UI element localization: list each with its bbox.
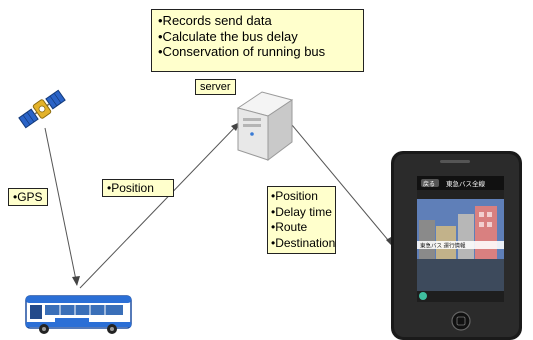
satellite-icon: [18, 89, 66, 129]
phone-data-line: •Position: [271, 189, 318, 203]
satellite-to-bus-line: [44, 127, 78, 286]
server-icon: [236, 91, 294, 161]
phone-data-note: •Position •Delay time •Route •Destinatio…: [267, 186, 336, 255]
phone-data-line: •Destination: [271, 235, 336, 250]
phone-compass-icon[interactable]: [419, 292, 427, 300]
server-function-line: •Conservation of running bus: [158, 44, 326, 60]
phone-data-line: •Route: [271, 220, 308, 235]
phone-info-text: 東急バス 運行情報: [420, 242, 466, 250]
satellite-to-bus-arrowhead: [72, 276, 80, 286]
gps-label: •GPS: [8, 188, 48, 207]
server-to-phone-line: [291, 124, 394, 247]
position-label: •Position: [102, 179, 174, 198]
phone-header-title: 東急バス全線: [446, 179, 486, 188]
bus-to-server-line: [79, 121, 241, 289]
server-function-line: •Calculate the bus delay: [158, 28, 298, 44]
phone-data-line: •Delay time: [271, 204, 332, 219]
bus-icon: [25, 295, 132, 334]
smartphone-icon: 戻る 東急バス全線 東急バス 運行情報: [391, 151, 522, 340]
phone-back-button[interactable]: [421, 179, 439, 187]
server-function-line: •Records send data: [158, 13, 272, 28]
phone-home-button[interactable]: [451, 311, 471, 331]
server-functions-note: •Records send data •Calculate the bus de…: [151, 9, 364, 72]
phone-back-label: 戻る: [423, 180, 435, 188]
server-label: server: [195, 79, 236, 95]
